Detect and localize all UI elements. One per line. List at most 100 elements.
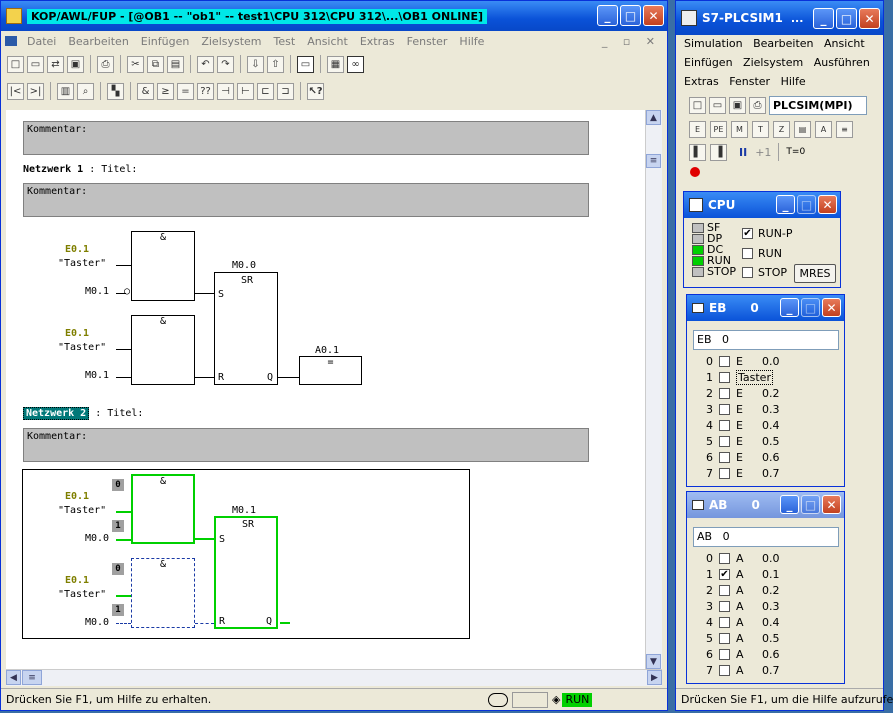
pause-icon[interactable]: II <box>739 145 748 159</box>
branch-close-icon[interactable]: ⊏ <box>257 82 274 100</box>
branch-insert-icon[interactable]: ⊢ <box>237 82 254 100</box>
copy-icon[interactable]: ⧉ <box>147 55 164 73</box>
mode-stop[interactable]: STOP <box>742 266 787 279</box>
breakpoint-icon[interactable] <box>690 167 700 177</box>
ab-titlebar[interactable]: AB 0 _ □ ✕ <box>687 492 844 518</box>
prev-icon[interactable]: |< <box>7 82 24 100</box>
online-icon[interactable]: ⇄ <box>47 55 64 73</box>
run-checkbox[interactable] <box>742 248 753 259</box>
plcsim-maximize-button[interactable]: □ <box>836 8 857 29</box>
menu-datei[interactable]: Datei <box>27 34 57 48</box>
plcsim-close-button[interactable]: ✕ <box>859 8 880 29</box>
details-icon[interactable]: ▦ <box>327 55 344 73</box>
plus-one-button[interactable]: +1 <box>755 145 772 159</box>
network-1-comment[interactable]: Kommentar: <box>23 183 589 217</box>
child-window-controls[interactable]: _ ▫ ✕ <box>601 34 661 48</box>
next-icon[interactable]: >| <box>27 82 44 100</box>
help-cursor-icon[interactable]: ↖? <box>307 82 324 100</box>
zoom-icon[interactable]: ⌕ <box>77 82 94 100</box>
cpu-maximize-button[interactable]: □ <box>797 195 816 214</box>
undo-icon[interactable]: ↶ <box>197 55 214 73</box>
branch-open-icon[interactable]: ⊣ <box>217 82 234 100</box>
maximize-button[interactable]: □ <box>620 5 641 26</box>
bit-checkbox[interactable] <box>719 371 730 383</box>
stop-checkbox[interactable] <box>742 267 753 278</box>
save-icon[interactable]: ▣ <box>67 55 84 73</box>
monitor-icon[interactable]: ∞ <box>347 55 364 73</box>
menu-test[interactable]: Test <box>273 34 296 48</box>
scroll-thumb[interactable]: ≡ <box>646 154 661 168</box>
menu-ansicht[interactable]: Ansicht <box>307 34 348 48</box>
scroll-up-icon[interactable]: ▲ <box>646 110 661 125</box>
eb-titlebar[interactable]: EB 0 _ □ ✕ <box>687 295 844 321</box>
cut-icon[interactable]: ✂ <box>127 55 144 73</box>
menu-zielsystem[interactable]: Zielsystem <box>201 34 262 48</box>
cpu-minimize-button[interactable]: _ <box>776 195 795 214</box>
bit-checkbox[interactable] <box>719 419 730 431</box>
menu-bearbeiten[interactable]: Bearbeiten <box>68 34 129 48</box>
menu-hilfe[interactable]: Hilfe <box>780 75 806 88</box>
minimize-button[interactable]: _ <box>597 5 618 26</box>
sr-flipflop[interactable]: SR S R Q <box>214 272 278 385</box>
menu-einfuegen[interactable]: Einfügen <box>684 56 733 69</box>
menu-extras[interactable]: Extras <box>684 75 719 88</box>
vertical-scrollbar[interactable]: ▲ ≡ ▼ <box>645 110 662 669</box>
cpu-close-button[interactable]: ✕ <box>818 195 837 214</box>
eb-close-button[interactable]: ✕ <box>822 298 841 317</box>
insert-counter-icon[interactable]: Z <box>773 120 790 138</box>
mode-run[interactable]: RUN <box>742 247 782 260</box>
print-icon[interactable]: ⎙ <box>749 96 766 114</box>
fbd-editor[interactable]: Kommentar: Netzwerk 1 : Titel: Kommentar… <box>6 110 645 669</box>
scroll-right-icon[interactable]: ▶ <box>647 670 662 685</box>
menu-ausfuehren[interactable]: Ausführen <box>813 56 870 69</box>
menu-bearbeiten[interactable]: Bearbeiten <box>753 37 814 50</box>
bit-checkbox[interactable] <box>719 451 730 463</box>
paste-icon[interactable]: ▤ <box>167 55 184 73</box>
insert-output-icon[interactable]: A <box>815 120 832 138</box>
block-comment[interactable]: Kommentar: <box>23 121 589 155</box>
menu-hilfe[interactable]: Hilfe <box>459 34 485 48</box>
close-button[interactable]: ✕ <box>643 5 664 26</box>
menu-einfuegen[interactable]: Einfügen <box>140 34 190 48</box>
open-icon[interactable]: ▭ <box>709 96 726 114</box>
n2-and-box-1[interactable]: & <box>131 474 195 544</box>
insert-input-icon[interactable]: E <box>689 120 706 138</box>
n2-sr-flipflop[interactable]: SR S R Q <box>214 516 278 629</box>
menu-zielsystem[interactable]: Zielsystem <box>743 56 804 69</box>
eb-address-field[interactable]: EB 0 <box>693 330 839 350</box>
ab-close-button[interactable]: ✕ <box>822 495 841 514</box>
scroll-left-icon[interactable]: ◀ <box>6 670 21 685</box>
bit-checkbox[interactable] <box>719 403 730 415</box>
or-box-icon[interactable]: ≥ <box>157 82 174 100</box>
bit-checkbox[interactable] <box>719 600 730 612</box>
new-icon[interactable]: □ <box>689 96 706 114</box>
redo-icon[interactable]: ↷ <box>217 55 234 73</box>
bit-checkbox[interactable]: ✔ <box>719 568 730 580</box>
menu-fenster[interactable]: Fenster <box>729 75 771 88</box>
bit-checkbox[interactable] <box>719 648 730 660</box>
connection-icon[interactable]: ⊐ <box>277 82 294 100</box>
new-icon[interactable]: □ <box>7 55 24 73</box>
print-icon[interactable]: ⎙ <box>97 55 114 73</box>
scroll-down-icon[interactable]: ▼ <box>646 654 661 669</box>
horizontal-scrollbar[interactable]: ◀ ≡ ▶ <box>6 669 662 686</box>
upload-icon[interactable]: ⇧ <box>267 55 284 73</box>
continuous-scan-icon[interactable]: ▐ <box>710 143 727 161</box>
and-box-1[interactable]: & <box>131 231 195 301</box>
assign-box-icon[interactable]: = <box>177 82 194 100</box>
bit-checkbox[interactable] <box>719 435 730 447</box>
bit-checkbox[interactable] <box>719 387 730 399</box>
ab-minimize-button[interactable]: _ <box>780 495 799 514</box>
